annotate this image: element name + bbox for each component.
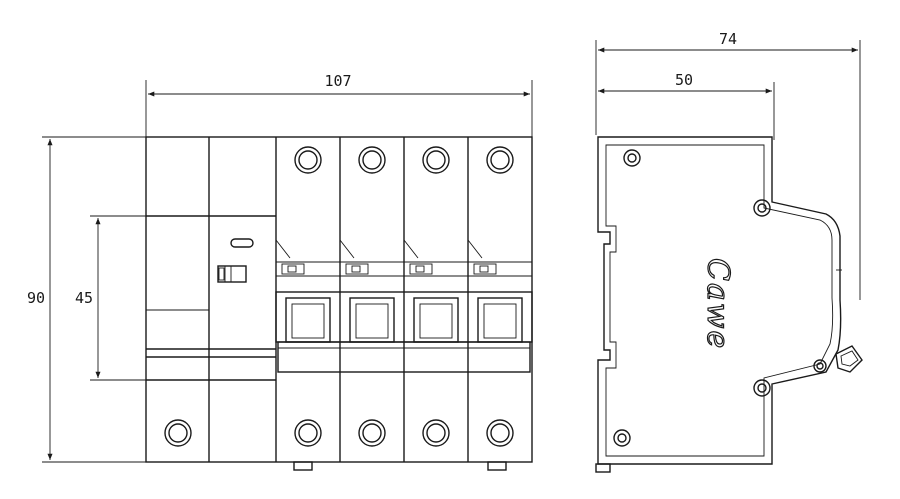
side-din-clip [595,463,611,473]
side-view: Cawe [595,136,863,473]
din-clips [293,461,507,471]
dim-label-total-height: 90 [27,289,45,307]
dim-label-side-total: 74 [719,30,737,48]
dimension-total-height: 90 [27,136,146,463]
bottom-terminal-screws [164,419,514,447]
toggle-handles [275,291,533,373]
side-mounting-holes [613,149,827,447]
dimension-middle-height: 45 [75,215,276,381]
indicator-window [230,238,254,248]
front-view [145,136,533,471]
brand-logo: Cawe [700,258,735,350]
side-handle-lever [835,269,863,373]
dim-label-front-width: 107 [324,72,351,90]
pole-latches [281,263,497,275]
top-terminal-screws [294,146,514,174]
pole-cover-lines [275,216,532,277]
dimension-front-width: 107 [145,72,533,138]
side-body-outline [597,136,842,465]
dim-label-middle-height: 45 [75,289,93,307]
test-switch [217,265,247,283]
dim-label-side-body: 50 [675,71,693,89]
front-body-outline [145,136,533,463]
dimension-side-total: 74 [595,30,861,300]
dimension-side-body: 50 [598,71,775,140]
